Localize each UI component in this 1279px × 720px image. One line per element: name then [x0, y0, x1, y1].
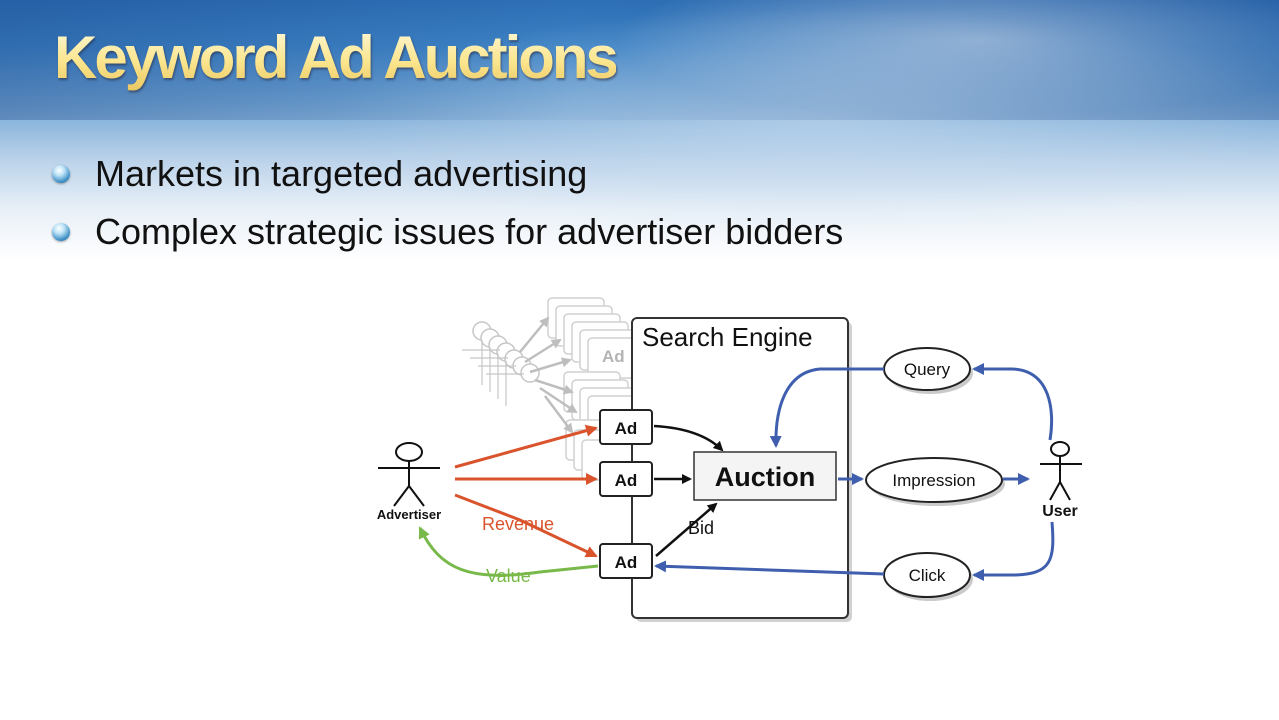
- advertiser-label: Advertiser: [377, 507, 441, 522]
- bullet-item: Markets in targeted advertising: [52, 145, 843, 203]
- query-to-auction-arrow: [769, 367, 884, 448]
- ad-label: Ad: [615, 419, 638, 438]
- user-icon: [1040, 441, 1082, 501]
- bullet-text: Markets in targeted advertising: [95, 153, 588, 194]
- slide-title: Keyword Ad Auctions: [54, 22, 619, 94]
- bullet-item: Complex strategic issues for advertiser …: [52, 203, 843, 261]
- ad-box: Ad: [599, 461, 653, 497]
- bid-label: Bid: [688, 518, 714, 538]
- background-ad-stack: Ad: [462, 297, 645, 481]
- revenue-arrow: [454, 493, 598, 558]
- query-label: Query: [904, 360, 951, 379]
- auction-box: Auction: [693, 451, 837, 501]
- auction-label: Auction: [715, 462, 816, 492]
- click-to-ad-arrow: [654, 560, 885, 576]
- value-arrow: [418, 526, 599, 577]
- user-to-query-arrow: [972, 363, 1054, 441]
- revenue-label: Revenue: [482, 514, 554, 534]
- advertiser-icon: [378, 442, 440, 507]
- revenue-arrow: [454, 424, 598, 469]
- query-node: Query: [883, 347, 973, 394]
- search-engine-label: Search Engine: [642, 322, 813, 352]
- bullet-icon: [52, 165, 70, 183]
- ad-label: Ad: [615, 553, 638, 572]
- click-node: Click: [883, 552, 973, 601]
- ad-box: Ad: [599, 543, 653, 579]
- bullet-text: Complex strategic issues for advertiser …: [95, 211, 844, 252]
- click-label: Click: [909, 566, 946, 585]
- bid-arrow: [655, 502, 718, 557]
- impression-label: Impression: [892, 471, 975, 490]
- bullet-list: Markets in targeted advertising Complex …: [52, 145, 843, 261]
- user-to-click-arrow: [972, 521, 1055, 581]
- impression-node: Impression: [865, 457, 1005, 506]
- ad-box: Ad: [599, 409, 653, 445]
- background-ad-label: Ad: [602, 347, 625, 366]
- user-label: User: [1042, 503, 1078, 520]
- ad-label: Ad: [615, 471, 638, 490]
- title-banner: [0, 0, 1279, 260]
- bullet-icon: [52, 223, 70, 241]
- value-label: Value: [486, 566, 531, 586]
- ad-to-auction-arrow: [653, 424, 724, 452]
